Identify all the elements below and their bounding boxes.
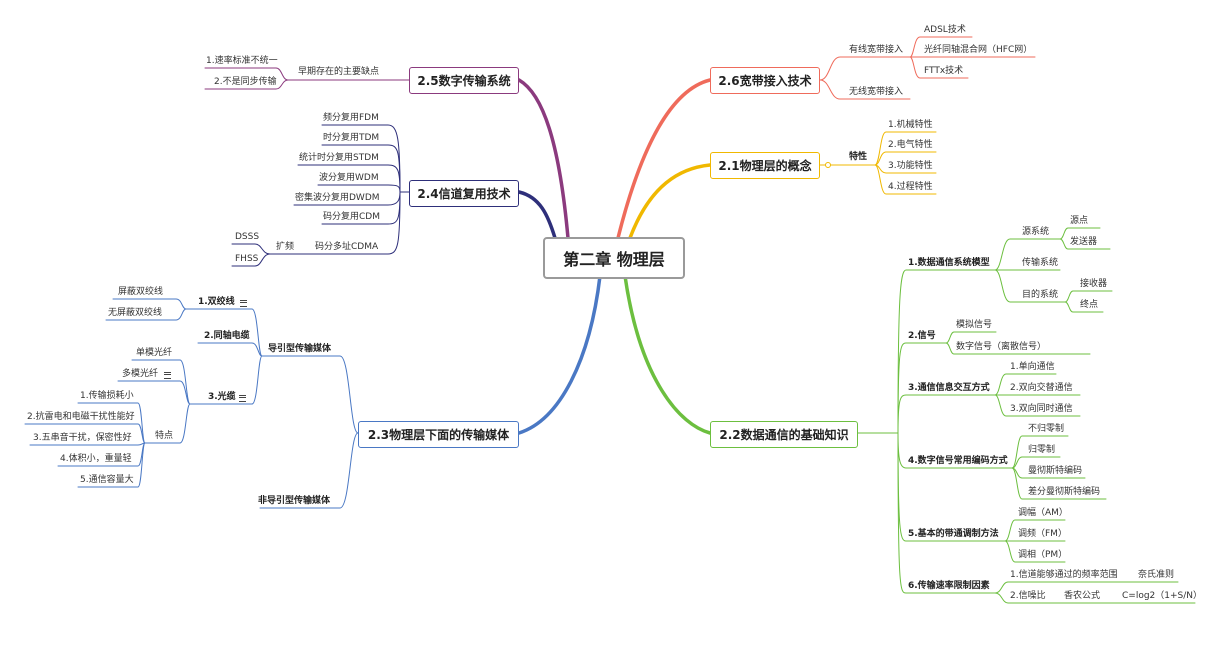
topic-2-5[interactable]: 2.5数字传输系统 — [409, 67, 519, 94]
s22-coding-diff-manchester[interactable]: 差分曼彻斯特编码 — [1028, 487, 1101, 497]
s21-item-3[interactable]: 3.功能特性 — [888, 161, 933, 171]
s21-item-4[interactable]: 4.过程特性 — [888, 182, 933, 192]
s21-item-2[interactable]: 2.电气特性 — [888, 140, 933, 150]
topic-2-4[interactable]: 2.4信道复用技术 — [409, 180, 519, 207]
s26-wired[interactable]: 有线宽带接入 — [849, 45, 904, 55]
s22-digital[interactable]: 数字信号（离散信号） — [956, 342, 1047, 352]
s26-fttx[interactable]: FTTx技术 — [924, 66, 964, 76]
s21-sub[interactable]: 特性 — [849, 152, 868, 162]
s22-source[interactable]: 源系统 — [1022, 227, 1050, 237]
s25-sub[interactable]: 早期存在的主要缺点 — [298, 67, 380, 77]
s24-dsss[interactable]: DSSS — [235, 232, 260, 242]
s26-hfc[interactable]: 光纤同轴混合网（HFC网） — [924, 45, 1033, 55]
s23-feature-5[interactable]: 5.通信容量大 — [80, 475, 134, 485]
s23-feature-1[interactable]: 1.传输损耗小 — [80, 391, 134, 401]
s24-spread[interactable]: 扩频 — [276, 242, 295, 252]
s22-transmitter[interactable]: 发送器 — [1070, 237, 1098, 247]
s22-coding-manchester[interactable]: 曼彻斯特编码 — [1028, 466, 1083, 476]
topic-2-2[interactable]: 2.2数据通信的基础知识 — [710, 421, 858, 448]
s22-modulation[interactable]: 5.基本的带通调制方法 — [908, 529, 999, 539]
s23-multi-mode[interactable]: 多模光纤 — [122, 369, 159, 379]
s23-unguided[interactable]: 非导引型传输媒体 — [258, 496, 331, 506]
s22-am[interactable]: 调幅（AM） — [1018, 508, 1068, 518]
s22-coding-rz[interactable]: 归零制 — [1028, 445, 1056, 455]
s23-feature-2[interactable]: 2.抗雷电和电磁干扰性能好 — [27, 412, 135, 422]
s23-twisted[interactable]: 1.双绞线 — [198, 297, 235, 307]
s26-wireless[interactable]: 无线宽带接入 — [849, 87, 904, 97]
s25-item-1[interactable]: 1.速率标准不统一 — [206, 56, 278, 66]
s23-features[interactable]: 特点 — [155, 431, 174, 441]
s24-fhss[interactable]: FHSS — [235, 254, 259, 264]
s22-nyquist[interactable]: 奈氏准则 — [1138, 570, 1175, 580]
s22-receiver[interactable]: 接收器 — [1080, 279, 1108, 289]
topic-2-6[interactable]: 2.6宽带接入技术 — [710, 67, 820, 94]
s25-item-2[interactable]: 2.不是同步传输 — [214, 77, 277, 87]
s23-coax[interactable]: 2.同轴电缆 — [204, 331, 250, 341]
s22-limit-1[interactable]: 1.信道能够通过的频率范围 — [1010, 570, 1118, 580]
s23-twisted-shielded[interactable]: 屏蔽双绞线 — [118, 287, 164, 297]
s22-pm[interactable]: 调相（PM） — [1018, 550, 1068, 560]
s26-adsl[interactable]: ADSL技术 — [924, 25, 966, 35]
s22-formula[interactable]: C=log2（1+S/N） — [1122, 591, 1203, 601]
s23-feature-4[interactable]: 4.体积小，重量轻 — [60, 454, 132, 464]
s22-interact-2[interactable]: 2.双向交替通信 — [1010, 383, 1073, 393]
s24-item-cdma[interactable]: 码分多址CDMA — [315, 242, 379, 252]
s24-item-cdm[interactable]: 码分复用CDM — [323, 212, 380, 222]
s24-item-dwdm[interactable]: 密集波分复用DWDM — [295, 193, 380, 203]
s22-source-point[interactable]: 源点 — [1070, 216, 1089, 226]
s24-item-tdm[interactable]: 时分复用TDM — [323, 133, 380, 143]
s22-dest[interactable]: 目的系统 — [1022, 290, 1059, 300]
s22-model[interactable]: 1.数据通信系统模型 — [908, 258, 990, 268]
fiber-note-icon[interactable] — [239, 395, 246, 402]
s22-fm[interactable]: 调频（FM） — [1018, 529, 1067, 539]
root-topic[interactable]: 第二章 物理层 — [543, 237, 685, 279]
s22-transmit-system[interactable]: 传输系统 — [1022, 258, 1059, 268]
s22-end-point[interactable]: 终点 — [1080, 300, 1099, 310]
s23-single-mode[interactable]: 单模光纤 — [136, 348, 173, 358]
s22-interact-1[interactable]: 1.单向通信 — [1010, 362, 1055, 372]
s23-twisted-unshielded[interactable]: 无屏蔽双绞线 — [108, 308, 163, 318]
s21-item-1[interactable]: 1.机械特性 — [888, 120, 933, 130]
s24-item-stdm[interactable]: 统计时分复用STDM — [299, 153, 379, 163]
s22-coding[interactable]: 4.数字信号常用编码方式 — [908, 456, 1008, 466]
s22-limit-2[interactable]: 2.信噪比 — [1010, 591, 1046, 601]
twisted-note-icon[interactable] — [240, 300, 247, 307]
s22-interact-3[interactable]: 3.双向同时通信 — [1010, 404, 1073, 414]
multi-mode-note-icon[interactable] — [164, 372, 171, 379]
s22-interact[interactable]: 3.通信信息交互方式 — [908, 383, 990, 393]
s22-limit[interactable]: 6.传输速率限制因素 — [908, 581, 990, 591]
topic-2-3[interactable]: 2.3物理层下面的传输媒体 — [358, 421, 519, 448]
topic-2-1[interactable]: 2.1物理层的概念 — [710, 152, 820, 179]
s23-guided[interactable]: 导引型传输媒体 — [268, 344, 332, 354]
s24-item-fdm[interactable]: 频分复用FDM — [323, 113, 379, 123]
s23-fiber[interactable]: 3.光缆 — [208, 392, 236, 402]
s22-shannon[interactable]: 香农公式 — [1064, 591, 1101, 601]
s24-item-wdm[interactable]: 波分复用WDM — [319, 173, 379, 183]
s22-coding-nrz[interactable]: 不归零制 — [1028, 424, 1065, 434]
s23-feature-3[interactable]: 3.五串音干扰，保密性好 — [33, 433, 132, 443]
s22-analog[interactable]: 模拟信号 — [956, 320, 993, 330]
s22-signal[interactable]: 2.信号 — [908, 331, 936, 341]
